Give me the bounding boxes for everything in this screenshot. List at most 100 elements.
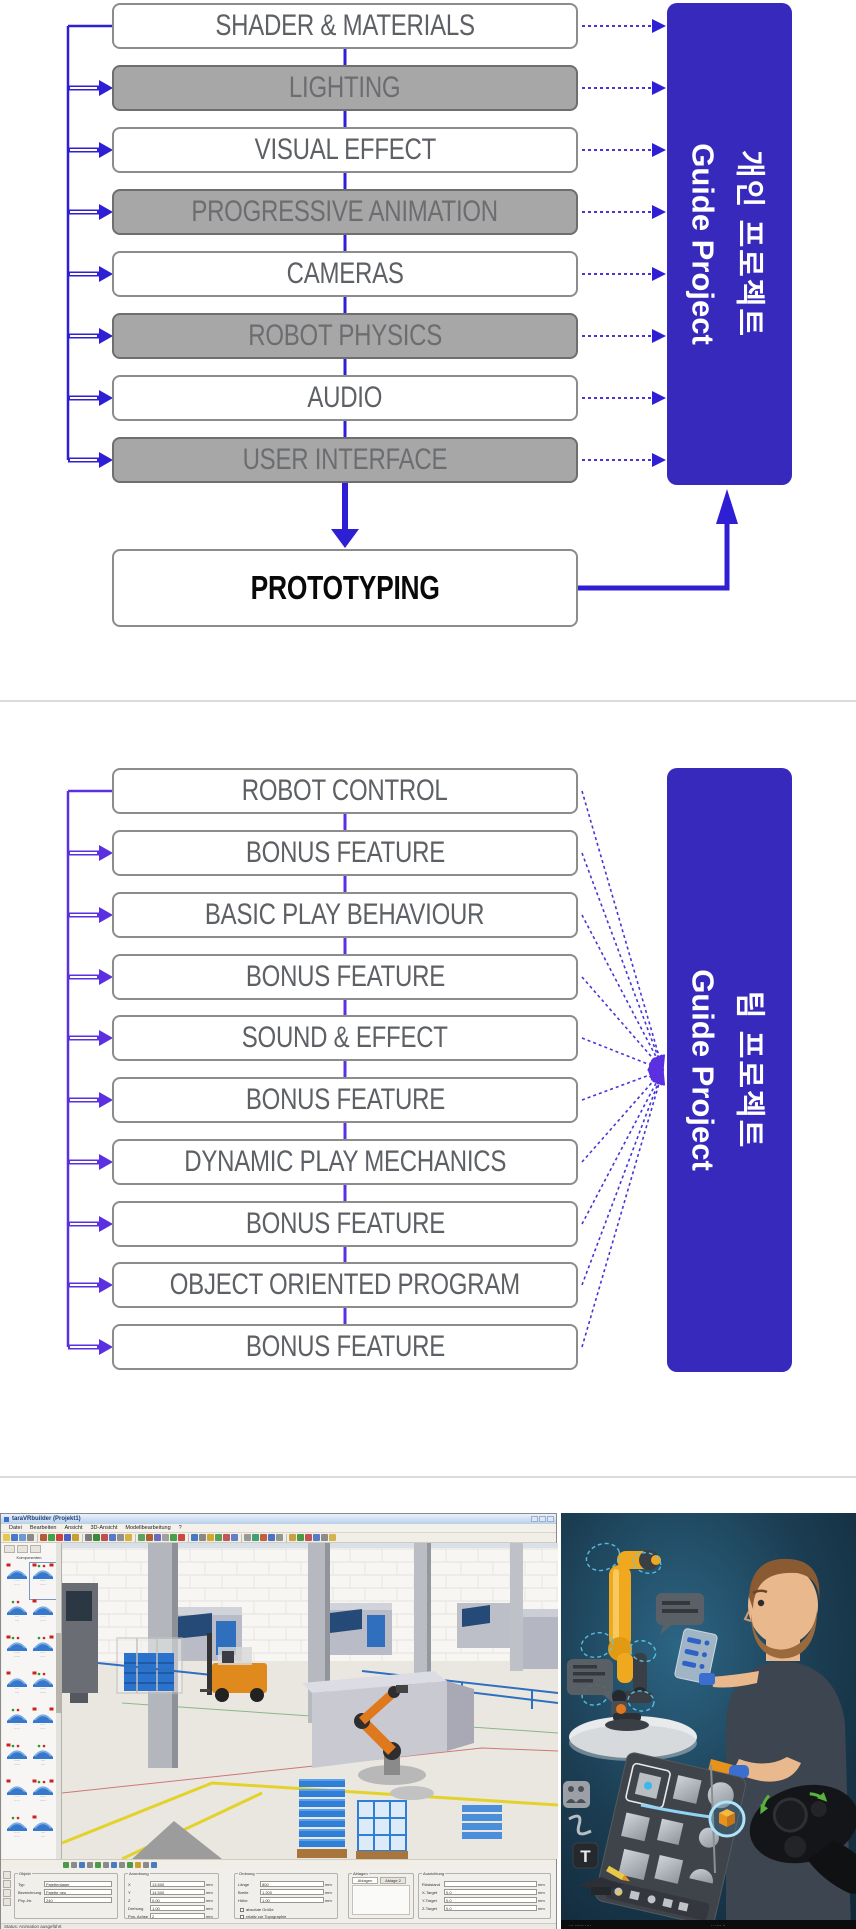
- viewport-tool-icon-6[interactable]: [111, 1861, 117, 1868]
- field-input[interactable]: 0.0: [444, 1889, 537, 1895]
- viewport-tool-icon-2[interactable]: [79, 1861, 85, 1868]
- toolbar-icon-13[interactable]: [117, 1534, 124, 1541]
- component-thumbnail-2[interactable]: ········: [4, 1599, 30, 1635]
- toolbar-icon-6[interactable]: [56, 1534, 63, 1541]
- toolbar-icon-8[interactable]: [72, 1534, 79, 1541]
- component-thumbnail-4[interactable]: ············: [4, 1635, 30, 1671]
- toolbar-icon-32[interactable]: [289, 1534, 296, 1541]
- toolbar-icon-7[interactable]: [64, 1534, 71, 1541]
- component-thumbnail-15[interactable]: ········: [30, 1815, 56, 1851]
- viewport-tool-icon-9[interactable]: [135, 1861, 141, 1868]
- field-input[interactable]: [444, 1881, 537, 1887]
- toolbar-icon-29[interactable]: [260, 1534, 267, 1541]
- ablage-tab-1[interactable]: Ablage 2: [380, 1877, 406, 1884]
- component-thumbnail-3[interactable]: ··········: [30, 1599, 56, 1635]
- viewport-tool-icon-1[interactable]: [71, 1861, 77, 1868]
- toolbar-icon-22[interactable]: [199, 1534, 206, 1541]
- menu-item-bearbeiten[interactable]: Bearbeiten: [29, 1525, 57, 1531]
- toolbar-icon-4[interactable]: [40, 1534, 47, 1541]
- panel-tabs[interactable]: [4, 1545, 41, 1553]
- panel-tab-add[interactable]: [30, 1545, 41, 1553]
- viewport-tool-icon-11[interactable]: [151, 1861, 157, 1868]
- field-input[interactable]: 0.00: [150, 1897, 205, 1903]
- field-input[interactable]: 1.200: [260, 1889, 324, 1895]
- viewport-tool-icon-10[interactable]: [143, 1861, 149, 1868]
- component-thumbnail-5[interactable]: ··········: [30, 1635, 56, 1671]
- viewport-tool-icon-7[interactable]: [119, 1861, 125, 1868]
- minimize-button[interactable]: [531, 1516, 538, 1522]
- field-input[interactable]: 13.500: [150, 1881, 205, 1887]
- viewport-tool-icon-4[interactable]: [95, 1861, 101, 1868]
- component-thumbnail-6[interactable]: ········: [4, 1671, 30, 1707]
- toolbar-icon-27[interactable]: [244, 1534, 251, 1541]
- toolbar-icon-24[interactable]: [215, 1534, 222, 1541]
- component-thumbnail-1[interactable]: ············: [29, 1562, 57, 1600]
- menu-item-3d-ansicht[interactable]: 3D-Ansicht: [90, 1525, 118, 1531]
- component-thumbnail-11[interactable]: ········: [30, 1743, 56, 1779]
- field-input[interactable]: 0.0: [444, 1905, 537, 1911]
- toolbar-icon-25[interactable]: [223, 1534, 230, 1541]
- toolbar-icon-19[interactable]: [170, 1534, 177, 1541]
- component-thumbnail-14[interactable]: ··········: [4, 1815, 30, 1851]
- side-button-strip[interactable]: [3, 1871, 12, 1907]
- field-input[interactable]: 14.500: [150, 1889, 205, 1895]
- viewport-3d[interactable]: [62, 1543, 558, 1859]
- ablage-tab-0[interactable]: Ablagen: [352, 1877, 378, 1884]
- toolbar-icon-20[interactable]: [178, 1534, 185, 1541]
- toolbar-icon-17[interactable]: [154, 1534, 161, 1541]
- field-input[interactable]: 0.0: [444, 1897, 537, 1903]
- toolbar-icon-21[interactable]: [191, 1534, 198, 1541]
- field-input[interactable]: 800: [260, 1881, 324, 1887]
- toolbar-icon-28[interactable]: [252, 1534, 259, 1541]
- field-input[interactable]: 1.00: [150, 1905, 205, 1911]
- toolbar-icon-0[interactable]: [3, 1534, 10, 1541]
- field-input[interactable]: Palette neu: [44, 1889, 112, 1895]
- checkbox-1[interactable]: relativ zur Topographie: [240, 1914, 286, 1919]
- close-button[interactable]: [547, 1516, 554, 1522]
- toolbar-icon-26[interactable]: [231, 1534, 238, 1541]
- component-thumbnail-12[interactable]: ··········: [4, 1779, 30, 1815]
- field-input[interactable]: 1.00: [260, 1897, 324, 1903]
- toolbar-icon-14[interactable]: [125, 1534, 132, 1541]
- component-thumbnail-0[interactable]: ··········: [4, 1563, 30, 1599]
- toolbar-icon-34[interactable]: [305, 1534, 312, 1541]
- toolbar-icon-36[interactable]: [321, 1534, 328, 1541]
- toolbar-icon-37[interactable]: [329, 1534, 336, 1541]
- menu-item-ansicht[interactable]: Ansicht: [64, 1525, 83, 1531]
- toolbar-icon-35[interactable]: [313, 1534, 320, 1541]
- field-input[interactable]: Palettenlager: [44, 1881, 112, 1887]
- toolbar-icon-9[interactable]: [85, 1534, 92, 1541]
- toolbar-icon-33[interactable]: [297, 1534, 304, 1541]
- menu-item-modellbearbeitung[interactable]: Modellbearbeitung: [125, 1525, 171, 1531]
- toolbar-icon-18[interactable]: [162, 1534, 169, 1541]
- component-thumbnail-7[interactable]: ············: [30, 1671, 56, 1707]
- panel-tab-list[interactable]: [17, 1545, 28, 1553]
- component-thumbnail-10[interactable]: ············: [4, 1743, 30, 1779]
- viewport-tool-icon-3[interactable]: [87, 1861, 93, 1868]
- panel-tab-grid[interactable]: [4, 1545, 15, 1553]
- toolbar-icon-23[interactable]: [207, 1534, 214, 1541]
- window-buttons[interactable]: [531, 1516, 554, 1522]
- toolbar-icon-5[interactable]: [48, 1534, 55, 1541]
- checkbox-0[interactable]: absolute Größe: [240, 1907, 274, 1912]
- menu-item-datei[interactable]: Datei: [9, 1525, 22, 1531]
- toolbar-icon-16[interactable]: [146, 1534, 153, 1541]
- component-thumbnail-8[interactable]: ··········: [4, 1707, 30, 1743]
- toolbar-icon-11[interactable]: [101, 1534, 108, 1541]
- component-thumbnail-13[interactable]: ············: [30, 1779, 56, 1815]
- toolbar-icon-3[interactable]: [27, 1534, 34, 1541]
- toolbar-icon-12[interactable]: [109, 1534, 116, 1541]
- toolbar-icon-30[interactable]: [268, 1534, 275, 1541]
- field-input[interactable]: 2: [150, 1913, 205, 1919]
- menu-item--[interactable]: ?: [178, 1525, 182, 1531]
- toolbar-icon-31[interactable]: [276, 1534, 283, 1541]
- viewport-tool-icon-0[interactable]: [63, 1861, 69, 1868]
- maximize-button[interactable]: [539, 1516, 546, 1522]
- field-input[interactable]: 240: [44, 1897, 112, 1903]
- toolbar-icon-10[interactable]: [93, 1534, 100, 1541]
- toolbar-icon-2[interactable]: [19, 1534, 26, 1541]
- panel-scrollbar[interactable]: [56, 1543, 61, 1859]
- viewport-tool-icon-8[interactable]: [127, 1861, 133, 1868]
- toolbar-icon-15[interactable]: [138, 1534, 145, 1541]
- viewport-tool-icon-5[interactable]: [103, 1861, 109, 1868]
